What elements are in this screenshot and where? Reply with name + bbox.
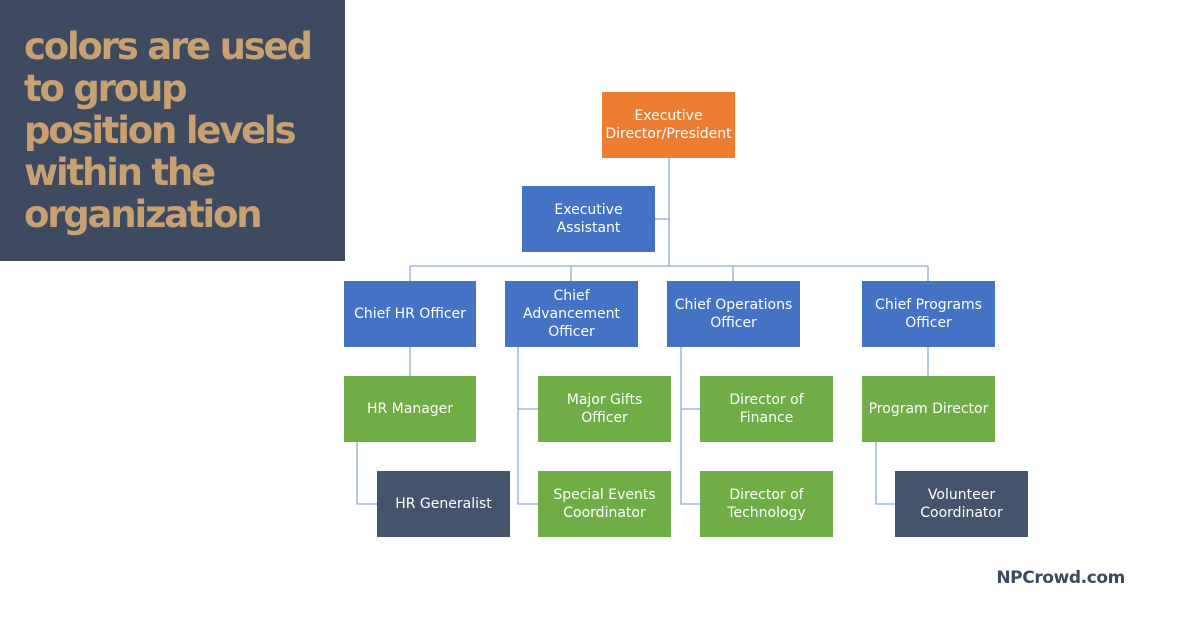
node-program-director: Program Director	[862, 376, 995, 442]
node-hr-generalist: HR Generalist	[377, 471, 510, 537]
node-chief-hr-officer-label: Chief HR Officer	[354, 306, 466, 322]
node-chief-advancement-officer-label: Chief Advancement Officer	[523, 288, 620, 340]
connector-program-director-to-volunteer	[875, 442, 895, 505]
node-chief-operations-officer: Chief Operations Officer	[667, 281, 800, 347]
node-chief-hr-officer: Chief HR Officer	[344, 281, 476, 347]
connector-hr-manager-to-generalist	[356, 442, 377, 505]
node-executive-assistant-label: Executive Assistant	[554, 202, 623, 236]
node-executive-director-label: Executive Director/President	[605, 108, 732, 142]
node-director-of-technology-label: Director of Technology	[727, 487, 806, 521]
node-chief-advancement-officer: Chief Advancement Officer	[505, 281, 638, 347]
node-hr-manager: HR Manager	[344, 376, 476, 442]
node-executive-assistant: Executive Assistant	[522, 186, 655, 252]
node-volunteer-coordinator: Volunteer Coordinator	[895, 471, 1028, 537]
node-hr-generalist-label: HR Generalist	[395, 496, 492, 512]
node-chief-programs-officer-label: Chief Programs Officer	[875, 297, 982, 331]
node-director-of-technology: Director of Technology	[700, 471, 833, 537]
node-volunteer-coordinator-label: Volunteer Coordinator	[920, 487, 1003, 521]
node-hr-manager-label: HR Manager	[366, 401, 454, 417]
node-chief-operations-officer-label: Chief Operations Officer	[674, 297, 793, 331]
node-special-events-coordinator-label: Special Events Coordinator	[553, 487, 656, 521]
connector-operations-spine	[680, 347, 700, 505]
node-chief-programs-officer: Chief Programs Officer	[862, 281, 995, 347]
site-credit: NPCrowd.com	[996, 568, 1125, 588]
node-director-of-finance: Director of Finance	[700, 376, 833, 442]
node-executive-director: Executive Director/President	[602, 92, 735, 158]
connector-advancement-spine	[517, 347, 538, 505]
node-director-of-finance-label: Director of Finance	[729, 392, 804, 426]
node-program-director-label: Program Director	[868, 401, 989, 417]
node-special-events-coordinator: Special Events Coordinator	[538, 471, 671, 537]
node-major-gifts-officer: Major Gifts Officer	[538, 376, 671, 442]
node-major-gifts-officer-label: Major Gifts Officer	[566, 392, 643, 426]
headline-text: colors are used to group position levels…	[24, 25, 313, 236]
headline-panel: colors are used to group position levels…	[0, 0, 345, 261]
